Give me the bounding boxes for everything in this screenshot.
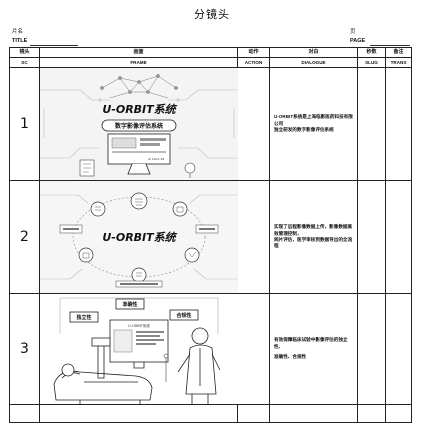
- page-underline: [370, 45, 410, 46]
- col-dialogue-zh: 对白: [269, 47, 358, 58]
- frame-banner-text: 数字影像评估系统: [115, 122, 163, 130]
- trans-cell: [385, 293, 412, 405]
- page-number-label: 页: [350, 29, 356, 35]
- dialogue-cell: U-ORBIT系统是上海临影医药科技有限公司 独立研发的数字影像评估系统: [269, 67, 358, 181]
- table-row: [9, 404, 412, 423]
- title-label: TITLE: [12, 38, 28, 44]
- trans-cell: [385, 67, 412, 181]
- action-cell: [237, 180, 270, 294]
- page-title: 分镜头: [194, 8, 230, 21]
- header-row-en: SC FRAME ACTION DIALOGUE SLUG TRANS: [9, 57, 412, 68]
- dialogue-line: 实现了远程影像数据上传，影像数据高效管理控制，: [274, 224, 353, 236]
- dialogue-line: U-ORBIT系统是上海临影医药科技有限公司: [274, 114, 353, 126]
- col-frame-en: FRAME: [39, 57, 238, 68]
- label-accuracy: 准确性: [122, 301, 137, 308]
- frame-cell: 准确性 独立性 合规性 U-ORBIT系统: [39, 293, 238, 405]
- col-action-en: ACTION: [237, 57, 270, 68]
- film-name-label: 片名: [12, 29, 24, 35]
- col-slug-zh: 秒数: [357, 47, 386, 58]
- header-row-zh: 镜头 画面 动作 对白 秒数 备注: [9, 47, 412, 58]
- page-label: PAGE: [350, 38, 366, 44]
- frame-sketch-3: 准确性 独立性 合规性 U-ORBIT系统: [40, 294, 238, 404]
- slug-cell: [357, 180, 386, 294]
- label-independence: 独立性: [75, 314, 91, 321]
- dialogue-line: 准确性、合规性: [274, 354, 307, 360]
- dialogue-cell: 有效保障临床试验中影像评估的独立性、 准确性、合规性: [269, 293, 358, 405]
- col-dialogue-en: DIALOGUE: [269, 57, 358, 68]
- monitor-title: U-ORBIT系统: [128, 323, 150, 328]
- frame-sketch-2: U-ORBIT系统: [40, 181, 238, 293]
- frame-cell: U-ORBIT系统: [39, 180, 238, 294]
- col-slug-en: SLUG: [357, 57, 386, 68]
- dialogue-line: 独立研发的数字影像评估系统: [274, 127, 334, 133]
- action-cell: [237, 67, 270, 181]
- frame-sketch-1: U-ORBIT系统 数字影像评估系统 AI CALL 18: [40, 68, 238, 180]
- col-sc-zh: 镜头: [9, 47, 40, 58]
- scene-number: 1: [9, 67, 40, 181]
- table-row: 3 准确性 独立性 合规性 U-ORBIT系统: [9, 293, 412, 405]
- trans-cell: [385, 180, 412, 294]
- slug-cell: [357, 293, 386, 405]
- table-row: 2 U-ORBIT系统: [9, 180, 412, 294]
- screen-text: AI CALL 18: [148, 157, 164, 161]
- col-action-zh: 动作: [237, 47, 270, 58]
- label-compliance: 合规性: [175, 312, 191, 319]
- frame-cell: U-ORBIT系统 数字影像评估系统 AI CALL 18: [39, 67, 238, 181]
- dialogue-line: 阅片评估，医学审核到数据导出的全流程: [274, 237, 353, 249]
- table-row: 1 U-ORBIT系统: [9, 67, 412, 181]
- dialogue-cell: 实现了远程影像数据上传，影像数据高效管理控制， 阅片评估，医学审核到数据导出的全…: [269, 180, 358, 294]
- col-sc-en: SC: [9, 57, 40, 68]
- action-cell: [237, 293, 270, 405]
- slug-cell: [357, 67, 386, 181]
- col-frame-zh: 画面: [39, 47, 238, 58]
- frame-logo-text: U-ORBIT系统: [102, 231, 177, 244]
- col-trans-en: TRANS: [385, 57, 412, 68]
- storyboard-table: 镜头 画面 动作 对白 秒数 备注 SC FRAME ACTION DIALOG…: [9, 47, 412, 423]
- title-underline: [30, 45, 78, 46]
- col-trans-zh: 备注: [385, 47, 412, 58]
- dialogue-line: 有效保障临床试验中影像评估的独立性、: [274, 337, 348, 349]
- scene-number: 2: [9, 180, 40, 294]
- scene-number: 3: [9, 293, 40, 405]
- frame-logo-text: U-ORBIT系统: [102, 103, 177, 116]
